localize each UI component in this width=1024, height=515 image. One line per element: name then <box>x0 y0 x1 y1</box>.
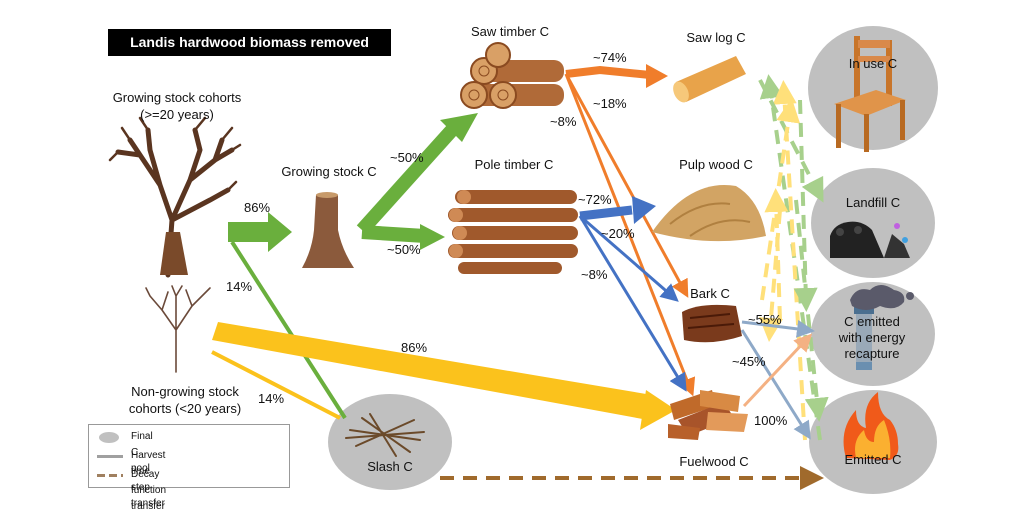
pct-bark-to-energy: ~55% <box>748 312 782 327</box>
growing-cohorts-label: Growing stock cohorts (>=20 years) <box>112 90 242 122</box>
pct-bark-to-emitted: ~45% <box>732 354 766 369</box>
landfill-icon <box>830 221 910 258</box>
sawlog-icon <box>673 56 746 103</box>
slash-icon <box>345 413 425 457</box>
pool-landfill-ellipse <box>811 168 935 278</box>
legend-final-pool-label: Final C pool <box>131 431 153 474</box>
nongrowing-cohorts-label: Non-growing stock cohorts (<20 years) <box>128 384 242 416</box>
legend-decay-swatch <box>97 474 123 477</box>
bark-icon <box>682 304 742 343</box>
slash-pool-ellipse <box>328 394 452 490</box>
pool-in-use-label: In use C <box>848 56 898 71</box>
pct-fuel-to-energy: 100% <box>754 413 788 428</box>
pct-saw-to-sawlog: ~74% <box>593 50 627 65</box>
pulp-pile-icon <box>652 184 766 242</box>
pool-landfill-label: Landfill C <box>845 195 901 210</box>
pool-energy-label: C emitted with energy recapture <box>820 314 924 362</box>
bark-label: Bark C <box>690 286 730 301</box>
pct-stock-to-saw: ~50% <box>390 150 424 165</box>
pct-stock-to-pole: ~50% <box>387 242 421 257</box>
diagram: Landis hardwood biomass removed Growing … <box>88 24 938 512</box>
saw-timber-label: Saw timber C <box>470 24 550 39</box>
small-tree-icon <box>145 285 211 373</box>
orange-flows <box>564 64 696 397</box>
pole-logs-icon <box>448 190 578 274</box>
pct-saw-to-bark: ~18% <box>593 96 627 111</box>
yellow-flows <box>211 322 676 430</box>
pct-pole-to-bark: ~20% <box>601 226 635 241</box>
pool-emitted-label: Emitted C <box>844 452 902 467</box>
fuelwood-icon <box>668 390 748 440</box>
pole-timber-label: Pole timber C <box>474 157 554 172</box>
pct-cohort-to-slash: 14% <box>226 279 253 294</box>
chair-icon <box>834 36 906 152</box>
green-flows <box>228 113 478 420</box>
pct-pole-to-pulp: ~72% <box>578 192 612 207</box>
tree-icon <box>108 116 242 278</box>
growing-stock-label: Growing stock C <box>281 164 377 179</box>
fire-icon <box>843 392 899 460</box>
pulp-wood-label: Pulp wood C <box>679 157 753 172</box>
legend-pool-swatch <box>99 432 119 443</box>
pct-nongrowing-to-slash: 14% <box>258 391 285 406</box>
pct-pole-to-fuel: ~8% <box>581 267 608 282</box>
fuelwood-label: Fuelwood C <box>679 454 749 469</box>
final-flows <box>740 319 815 440</box>
decay-arrows <box>440 74 829 490</box>
pct-saw-to-fuel: ~8% <box>550 114 577 129</box>
logs-icon <box>460 42 564 109</box>
pct-nongrowing-to-fuel: 86% <box>401 340 428 355</box>
trunk-icon <box>302 192 354 268</box>
legend-decay-label: Decay function transfer <box>131 469 167 512</box>
pct-cohort-to-stock: 86% <box>244 200 271 215</box>
saw-log-label: Saw log C <box>686 30 746 45</box>
legend: Final C pool Harvest time step transfer … <box>88 424 290 512</box>
legend-harvest-swatch <box>97 455 123 458</box>
diagram-title: Landis hardwood biomass removed <box>108 29 391 56</box>
blue-flows <box>578 196 687 392</box>
slash-label: Slash C <box>367 459 413 474</box>
flow-diagram-art <box>108 26 938 494</box>
